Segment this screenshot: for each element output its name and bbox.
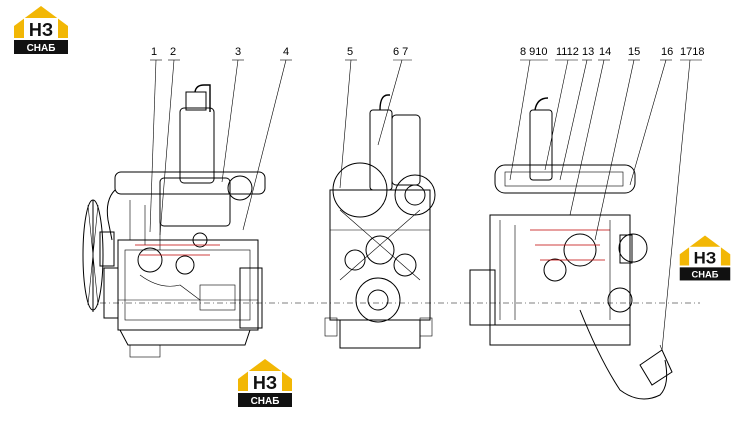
svg-text:СНАБ: СНАБ <box>251 396 280 407</box>
callout-6-7: 6 7 <box>393 46 408 58</box>
svg-text:НЗ: НЗ <box>29 20 53 40</box>
callout-leaders <box>149 59 702 351</box>
callout-14: 14 <box>599 46 611 58</box>
callout-17-18: 1718 <box>680 46 704 58</box>
callout-8-9-10: 8 910 <box>520 46 548 58</box>
callout-15: 15 <box>628 46 640 58</box>
svg-text:СНАБ: СНАБ <box>692 270 719 280</box>
engine-side-view-left <box>82 84 266 358</box>
logo-top-left: НЗ СНАБ <box>14 6 68 54</box>
svg-text:НЗ: НЗ <box>253 373 277 393</box>
callout-1: 1 <box>151 46 157 58</box>
engine-side-view-right <box>469 97 673 400</box>
svg-text:СНАБ: СНАБ <box>27 43 56 54</box>
callout-labels: 1 2 3 4 5 6 7 8 910 1112 13 14 15 16 171… <box>151 46 704 58</box>
logo-right: НЗ СНАБ <box>679 235 731 281</box>
svg-text:НЗ: НЗ <box>694 249 717 268</box>
engine-front-view-middle <box>324 94 436 349</box>
callout-4: 4 <box>283 46 289 58</box>
callout-5: 5 <box>347 46 353 58</box>
callout-3: 3 <box>235 46 241 58</box>
callout-2: 2 <box>170 46 176 58</box>
logo-bottom: НЗ СНАБ <box>238 359 292 407</box>
callout-13: 13 <box>582 46 594 58</box>
callout-11-12: 1112 <box>556 46 579 58</box>
callout-16: 16 <box>661 46 673 58</box>
